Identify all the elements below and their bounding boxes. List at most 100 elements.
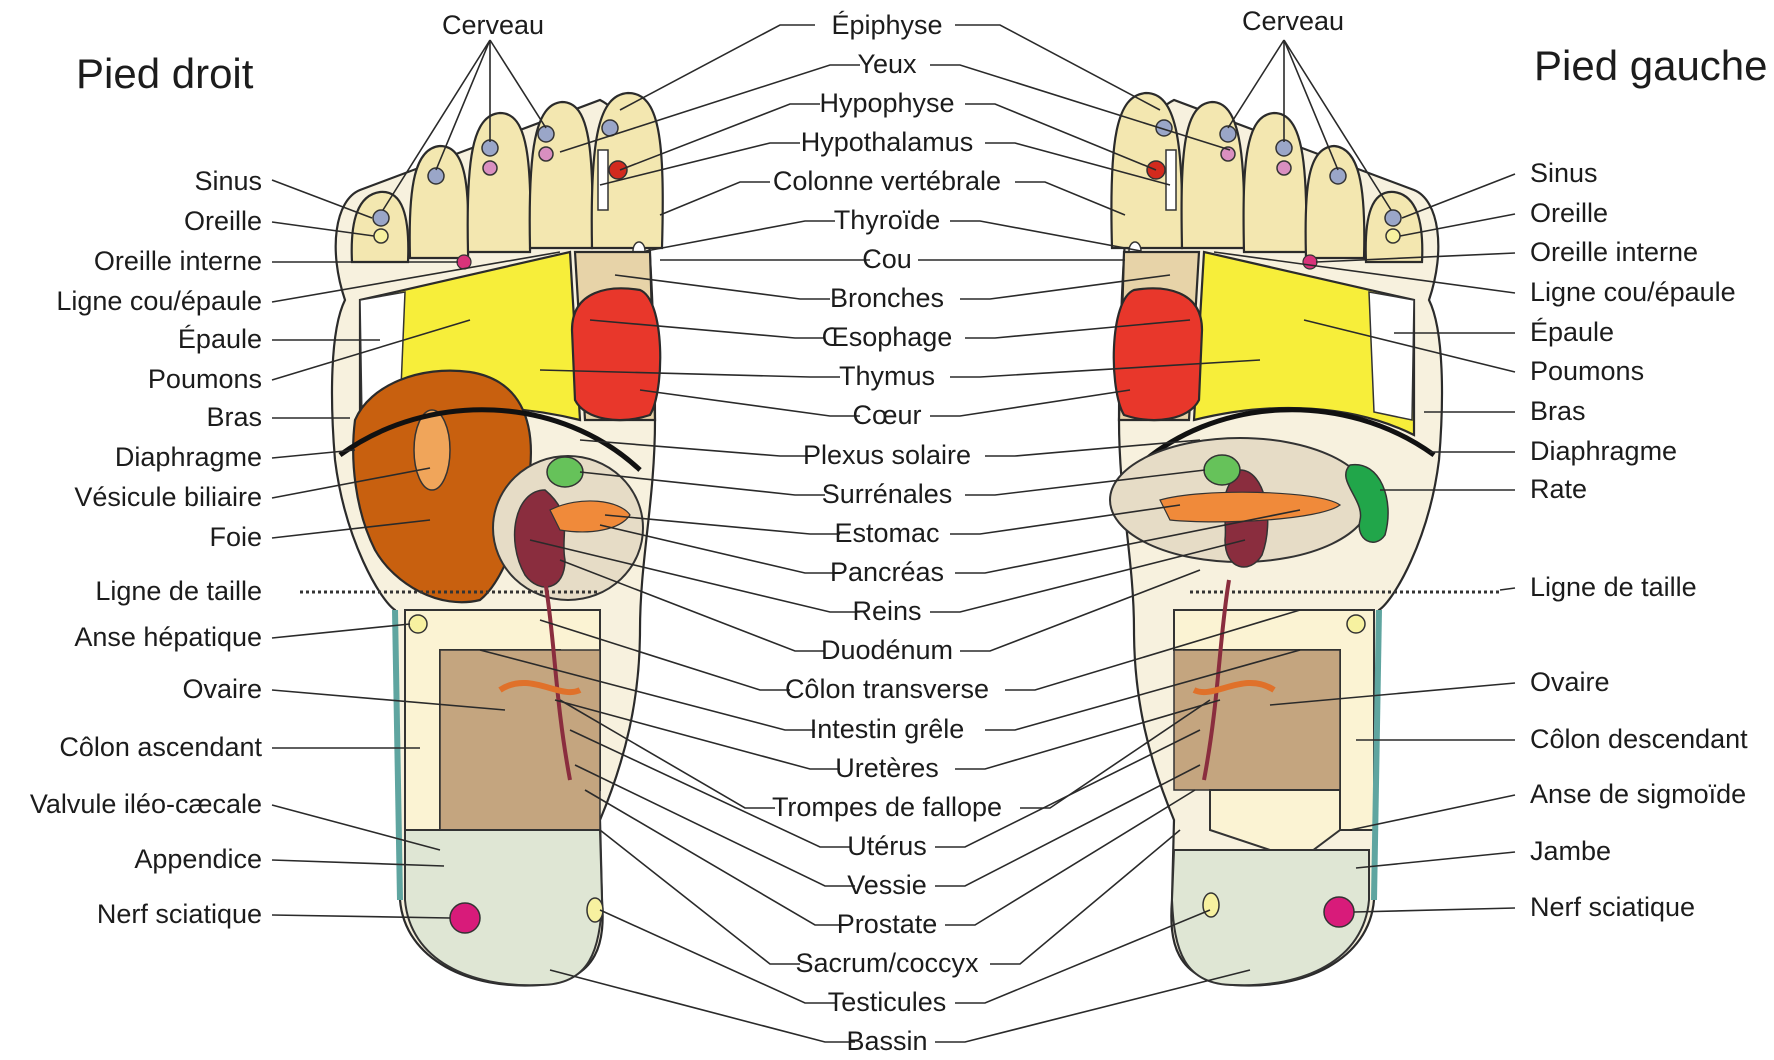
label-right-ovary: Ovaire <box>182 674 262 704</box>
label-center-thyroide: Thyroïde <box>834 205 941 235</box>
label-center-yeux: Yeux <box>857 49 917 79</box>
label-left-waistline: Ligne de taille <box>1530 572 1697 602</box>
label-center-plexus: Plexus solaire <box>803 440 971 470</box>
label-right-ascending-colon: Côlon ascendant <box>59 732 262 762</box>
label-left-ovary: Ovaire <box>1530 667 1610 697</box>
title-right-foot: Pied droit <box>76 50 254 97</box>
label-center-surrenales: Surrénales <box>822 479 953 509</box>
label-left-arm: Bras <box>1530 396 1586 426</box>
label-right-lungs: Poumons <box>148 364 262 394</box>
label-center-testicules: Testicules <box>828 987 947 1017</box>
label-left-sciatic-nerve: Nerf sciatique <box>1530 892 1695 922</box>
right-gallbladder <box>414 410 450 490</box>
left-inner-ear-dot <box>1303 255 1317 269</box>
left-foot-diagram <box>1110 93 1500 986</box>
label-right-liver: Foie <box>209 522 262 552</box>
label-center-prostate: Prostate <box>837 909 938 939</box>
left-colon-dot <box>1347 615 1365 633</box>
label-right-gallbladder: Vésicule biliaire <box>74 482 262 512</box>
leader-uterus <box>570 730 1200 847</box>
label-left-descending-colon: Côlon descendant <box>1530 724 1748 754</box>
label-center-oesophage: Œsophage <box>822 322 953 352</box>
label-center-pancreas: Pancréas <box>830 557 944 587</box>
left-brain-dot-4 <box>1330 168 1346 184</box>
label-left-lungs: Poumons <box>1530 356 1644 386</box>
label-right-inner-ear: Oreille interne <box>94 246 262 276</box>
label-center-estomac: Estomac <box>834 518 939 548</box>
label-right-brain: Cerveau <box>442 10 544 40</box>
right-toe-3 <box>468 113 531 252</box>
label-center-thymus: Thymus <box>839 361 935 391</box>
leader-right-hepatic <box>272 624 410 638</box>
label-left-spleen: Rate <box>1530 474 1587 504</box>
left-eye-dot-2 <box>1277 161 1291 175</box>
label-center-bassin: Bassin <box>846 1026 927 1056</box>
right-brain-dot-1 <box>428 168 444 184</box>
left-sciatic-dot <box>1324 897 1354 927</box>
leader-left-waist <box>1500 588 1515 590</box>
right-sinus-dot <box>373 210 389 226</box>
right-ear-dot <box>374 229 388 243</box>
label-center-hypothalamus: Hypothalamus <box>801 127 974 157</box>
left-small-intestine <box>1174 650 1340 790</box>
label-right-ear: Oreille <box>184 206 262 236</box>
label-right-ileocecal-valve: Valvule iléo-cæcale <box>30 789 262 819</box>
label-right-sciatic-nerve: Nerf sciatique <box>97 899 262 929</box>
label-left-brain: Cerveau <box>1242 6 1344 36</box>
label-left-inner-ear: Oreille interne <box>1530 237 1698 267</box>
right-eye-dot <box>483 161 497 175</box>
left-ear-dot <box>1386 229 1400 243</box>
label-center-uterus: Utérus <box>847 831 927 861</box>
left-shoulder-white <box>1369 292 1414 420</box>
label-center-coeur: Cœur <box>853 400 922 430</box>
label-center-colon-transverse: Côlon transverse <box>785 674 989 704</box>
right-sciatic-dot <box>450 903 480 933</box>
label-right-neck-shoulder: Ligne cou/épaule <box>56 286 262 316</box>
left-brain-dot-3 <box>1276 140 1292 156</box>
right-heel <box>405 830 602 985</box>
right-toe-2 <box>530 102 593 248</box>
label-left-sinus: Sinus <box>1530 158 1598 188</box>
right-brain-dot-3 <box>538 126 554 142</box>
label-center-bronches: Bronches <box>830 283 944 313</box>
label-left-shoulder: Épaule <box>1530 317 1614 347</box>
label-center-sacrum: Sacrum/coccyx <box>795 948 979 978</box>
right-foot-diagram <box>300 93 663 986</box>
leader-vessie <box>575 765 1200 886</box>
right-brain-dot-2 <box>482 140 498 156</box>
label-center-intestin: Intestin grêle <box>810 714 965 744</box>
right-pituitary-dot <box>609 161 627 179</box>
label-left-diaphragm: Diaphragme <box>1530 436 1677 466</box>
label-center-duodenum: Duodénum <box>821 635 953 665</box>
label-center-vessie: Vessie <box>847 870 927 900</box>
right-hepatic-flexure-dot <box>409 615 427 633</box>
label-right-hepatic-flexure: Anse hépatique <box>74 622 262 652</box>
left-adrenal <box>1204 455 1240 485</box>
leader-left-sciatic <box>1354 908 1515 912</box>
right-eye-dot-2 <box>539 147 553 161</box>
right-adrenal <box>547 457 583 487</box>
label-left-sigmoid-flexure: Anse de sigmoïde <box>1530 779 1746 809</box>
label-left-neck-shoulder: Ligne cou/épaule <box>1530 277 1736 307</box>
label-center-ureteres: Uretères <box>835 753 939 783</box>
label-right-diaphragm: Diaphragme <box>115 442 262 472</box>
label-left-leg: Jambe <box>1530 836 1611 866</box>
right-spine-bar <box>598 150 608 210</box>
label-right-arm: Bras <box>206 402 262 432</box>
left-sinus-dot <box>1385 210 1401 226</box>
title-left-foot: Pied gauche <box>1534 42 1768 89</box>
left-toe-2 <box>1182 102 1245 248</box>
label-right-sinus: Sinus <box>194 166 262 196</box>
label-center-trompes: Trompes de fallope <box>772 792 1002 822</box>
label-center-epiphyse: Épiphyse <box>831 10 942 40</box>
label-right-appendix: Appendice <box>134 844 262 874</box>
right-heart-zone <box>572 288 660 420</box>
left-heel-dot <box>1203 893 1219 917</box>
right-small-intestine <box>440 650 600 830</box>
right-inner-ear-dot <box>457 255 471 269</box>
label-right-waistline: Ligne de taille <box>95 576 262 606</box>
label-center-hypophyse: Hypophyse <box>819 88 954 118</box>
label-left-ear: Oreille <box>1530 198 1608 228</box>
label-center-reins: Reins <box>852 596 921 626</box>
